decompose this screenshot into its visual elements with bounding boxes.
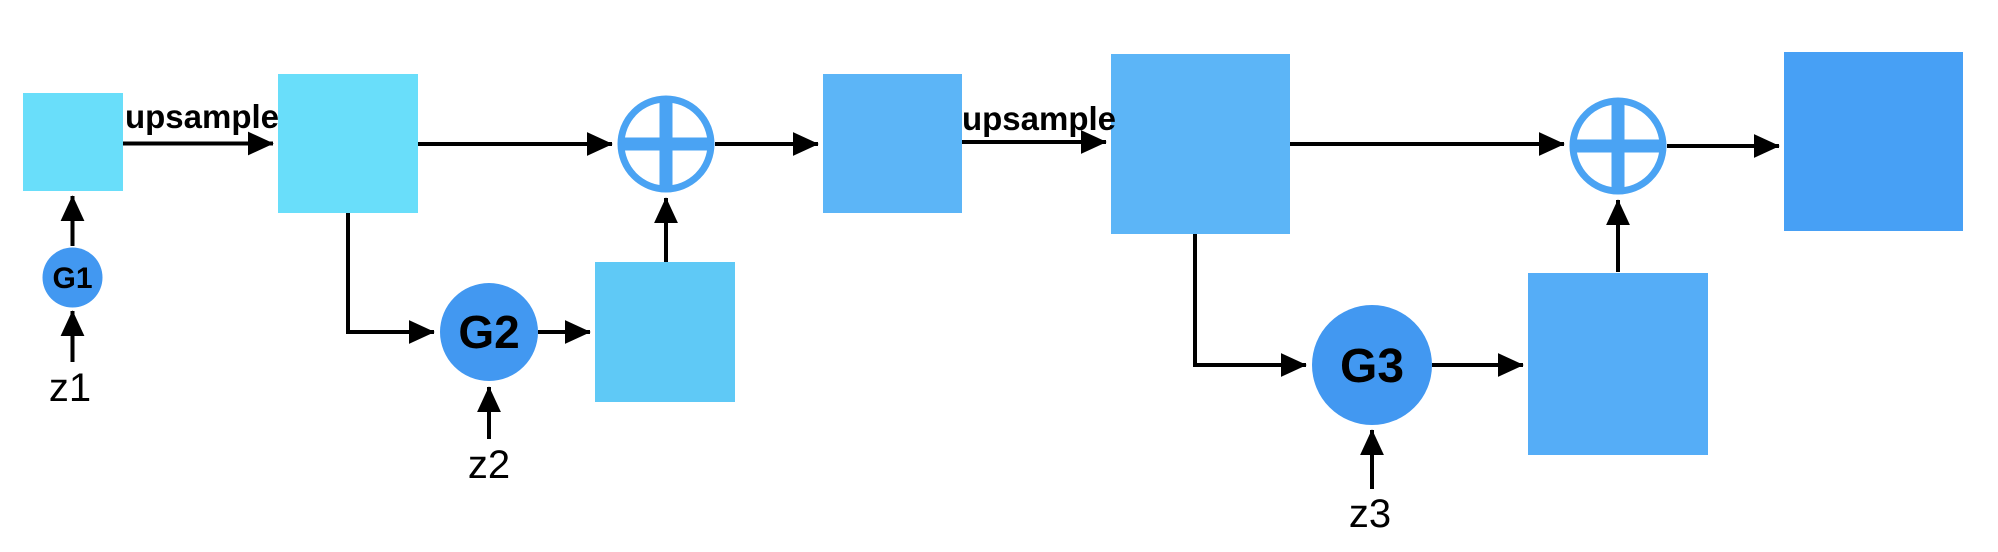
img-output-scale3 [1784,52,1963,231]
img-output-scale1 [23,93,123,191]
arrow-upsampled3-to-g3 [1193,234,1307,377]
generator-g3-node [1312,305,1432,425]
label-z3: z3 [1349,492,1391,536]
img-upsampled-scale3 [1111,54,1290,234]
img-residual-scale2 [595,262,735,402]
label-g3: G3 [1340,340,1404,393]
sum-node-2 [1569,97,1667,195]
label-g1: G1 [52,262,92,295]
label-upsample-1: upsample [125,98,279,135]
arrows [60,130,1780,489]
generator-nodes [42,247,1432,425]
img-sum-scale2 [823,74,962,213]
label-g2: G2 [458,306,519,358]
arrow-upsampled2-to-g2 [346,213,435,344]
generator-g2-node [440,283,538,381]
label-z1: z1 [49,366,91,410]
label-z2: z2 [468,443,510,487]
labels: upsample upsample G1 G2 G3 z1 z2 z3 [49,98,1404,536]
img-upsampled-scale2 [278,74,418,213]
image-blocks [23,52,1963,455]
label-upsample-2: upsample [962,100,1116,137]
generator-g1-node [42,247,103,308]
sum-node-1 [617,95,715,193]
img-residual-scale3 [1528,273,1708,455]
